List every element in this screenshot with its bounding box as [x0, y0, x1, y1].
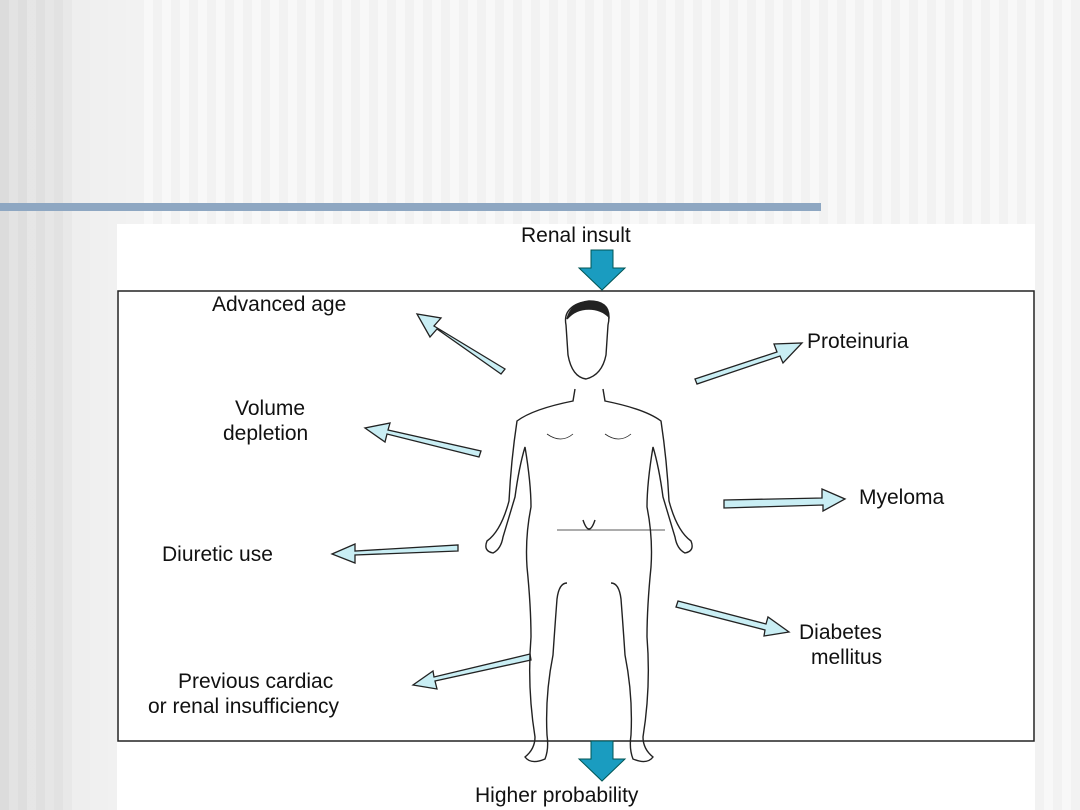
factor-arrows	[330, 313, 847, 690]
diabetes-label-2: mellitus	[811, 646, 883, 669]
human-figure	[485, 300, 693, 763]
previous-label-2: or renal insufficiency	[148, 695, 340, 718]
proteinuria-label: Proteinuria	[807, 330, 909, 353]
diagram-graphic	[117, 249, 1035, 782]
higher-probability-arrow	[577, 740, 627, 782]
arrow-volume-depletion	[363, 422, 482, 458]
renal-insult-label: Renal insult	[521, 224, 631, 247]
arrow-advanced-age	[415, 313, 506, 375]
arrow-previous	[411, 653, 532, 690]
volume-depletion-label-1: Volume	[235, 397, 306, 420]
arrow-diuretic	[330, 543, 459, 564]
volume-depletion-label-2: depletion	[223, 422, 309, 445]
higher-probability-label: Higher probability	[475, 784, 639, 807]
arrow-diabetes	[675, 600, 791, 637]
diagram-frame	[117, 290, 1035, 742]
title-rule	[0, 203, 821, 211]
arrow-myeloma	[723, 488, 847, 513]
renal-insult-arrow	[577, 249, 627, 291]
diabetes-label-1: Diabetes	[799, 621, 882, 644]
myeloma-label: Myeloma	[859, 486, 945, 509]
advanced-age-label: Advanced age	[212, 293, 347, 316]
previous-label-1: Previous cardiac	[178, 670, 334, 693]
diuretic-use-label: Diuretic use	[162, 543, 273, 566]
arrow-proteinuria	[694, 342, 804, 385]
